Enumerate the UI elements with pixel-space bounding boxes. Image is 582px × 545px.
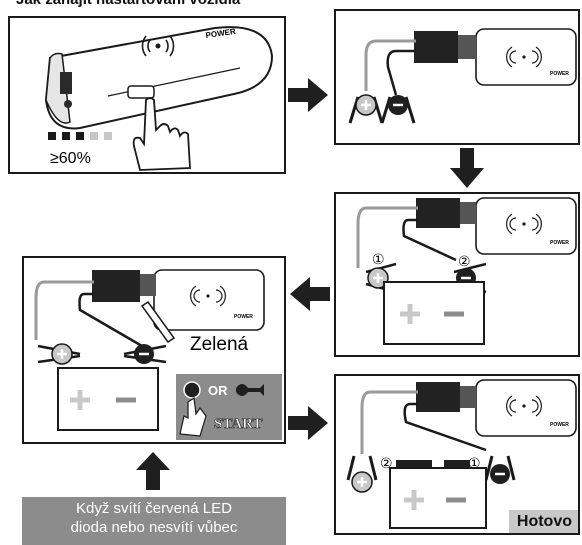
step3-panel: POWER ① ② [334,192,580,357]
step3-brand: POWER [550,240,569,246]
start-label: START [214,416,262,432]
car-battery-icon [389,460,487,529]
wireless-charge-icon [141,35,175,57]
step5-illustration: POWER ② ① [346,379,577,529]
power-bank-device [475,28,577,86]
step3-badge-1: ① [372,252,385,268]
arrow-note-to-step4 [136,452,170,490]
top-caption: Jak zahájit nastartování vozidla [16,0,240,8]
step1-illustration: POWER ≥60% [44,26,274,171]
car-battery-icon [57,367,159,431]
step4-illustration: POWER Zelená [34,269,282,440]
step4-panel: POWER Zelená [22,256,286,444]
car-battery-icon [383,281,485,345]
step2-illustration: POWER [348,28,577,124]
step3-badge-2: ② [458,254,471,270]
step2-panel: POWER [334,9,580,145]
note-line-1: Když svítí červená LED [76,500,232,517]
power-bank-device [44,26,274,130]
green-led-pointer [140,300,176,344]
positive-clamp-icon [346,455,378,493]
power-bank-device [475,197,577,255]
battery-level-indicator [48,132,112,140]
positive-clamp-icon [348,94,384,124]
hand-press-icon [132,97,191,171]
step5-panel: POWER ② ① Hotovo [334,374,580,535]
jumper-cable-connector [34,270,156,348]
jumper-cable-connector [356,198,476,268]
arrow-step3-to-step4 [290,277,330,311]
jumper-cable-connector [364,31,476,96]
negative-clamp-icon [484,455,516,484]
step1-brand: POWER [205,27,236,40]
step4-brand: POWER [234,314,253,320]
power-bank-device [153,269,265,331]
note-line-2: dioda nebo nesvítí vůbec [70,519,238,536]
step5-brand: POWER [550,422,569,428]
step2-brand: POWER [550,71,569,77]
led-status-label: Zelená [190,334,249,355]
or-label: OR [208,383,228,398]
negative-clamp-icon [380,95,416,124]
step1-percent-label: ≥60% [50,150,91,167]
arrow-step4-to-step5 [288,406,328,440]
red-led-note: Když svítí červená LED dioda nebo nesvít… [22,497,286,545]
start-instruction-box [176,374,282,440]
jumper-cable-connector [360,382,487,454]
done-label: Hotovo [508,510,578,533]
arrow-step1-to-step2 [288,78,328,112]
positive-clamp-icon [37,343,81,365]
negative-clamp-icon [123,344,167,364]
step3-illustration: POWER ① ② [356,197,577,345]
step1-panel: POWER ≥60% [8,16,286,174]
arrow-step2-to-step3 [450,148,484,188]
